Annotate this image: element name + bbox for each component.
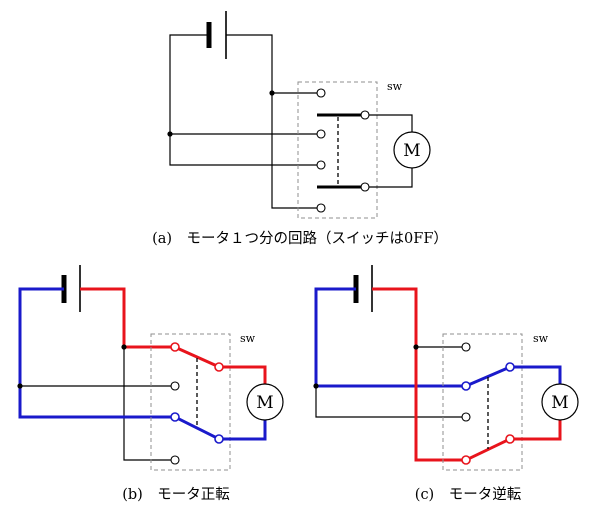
switch-terminal bbox=[170, 412, 180, 422]
caption: (b) モータ正転 bbox=[122, 486, 230, 503]
switch-label: sw bbox=[533, 332, 549, 345]
battery bbox=[206, 11, 227, 59]
junction-dot bbox=[121, 344, 127, 350]
wire-motor-lower bbox=[514, 420, 562, 441]
motor bbox=[393, 131, 431, 169]
switch-terminal bbox=[316, 129, 326, 139]
switch-label: sw bbox=[387, 80, 403, 93]
wire-positive-red bbox=[80, 287, 171, 349]
motor bbox=[541, 383, 579, 421]
junction-dot bbox=[413, 344, 419, 350]
junction-dot bbox=[17, 383, 23, 389]
switch-terminal bbox=[461, 342, 471, 352]
switch-enclosure bbox=[442, 333, 523, 471]
switch-terminal bbox=[316, 203, 326, 213]
wire-positive-red bbox=[372, 287, 462, 462]
wire-motor-lower bbox=[369, 168, 413, 188]
wire-positive-side bbox=[226, 34, 317, 209]
switch-common-terminal bbox=[505, 362, 515, 372]
motor-label: M bbox=[256, 393, 273, 413]
wire-unused bbox=[315, 386, 462, 418]
switch-enclosure bbox=[297, 81, 378, 219]
switch-terminal bbox=[461, 412, 471, 422]
switch-terminal bbox=[316, 160, 326, 170]
wire-negative-blue bbox=[314, 287, 462, 388]
wire-negative-side bbox=[169, 34, 317, 166]
switch-common-terminal bbox=[214, 434, 224, 444]
junction-dot bbox=[313, 383, 319, 389]
switch-common-terminal bbox=[360, 182, 370, 192]
battery bbox=[61, 265, 81, 312]
switch-terminal bbox=[170, 381, 180, 391]
motor-label: M bbox=[403, 141, 420, 161]
switch-terminal bbox=[461, 381, 471, 391]
motor bbox=[246, 383, 284, 421]
caption: (a) モータ１つ分の回路（スイッチは0FF） bbox=[152, 230, 448, 247]
wire-motor-upper bbox=[223, 365, 267, 384]
motor-label: M bbox=[551, 393, 568, 413]
wire-motor-upper bbox=[369, 114, 413, 132]
switch-terminal bbox=[170, 455, 180, 465]
switch-common-terminal bbox=[214, 362, 224, 372]
switch-blade-upper bbox=[177, 347, 217, 367]
switch-blade-lower bbox=[468, 439, 508, 460]
diagram-c: sw M (c) モータ逆転 bbox=[313, 265, 579, 503]
switch-terminal bbox=[170, 342, 180, 352]
wire-negative-blue bbox=[18, 287, 171, 419]
wire-motor-upper bbox=[514, 365, 562, 384]
switch-terminal bbox=[461, 455, 471, 465]
switch-common-terminal bbox=[505, 434, 515, 444]
diagram-b: sw M (b) モータ正転 bbox=[17, 265, 284, 503]
switch-enclosure bbox=[150, 333, 231, 471]
battery bbox=[353, 265, 373, 312]
caption: (c) モータ逆転 bbox=[415, 486, 521, 503]
switch-common-terminal bbox=[360, 110, 370, 120]
wire-unused bbox=[123, 347, 171, 461]
switch-blade-upper bbox=[469, 367, 507, 386]
switch-terminal bbox=[316, 88, 326, 98]
junction-dot bbox=[269, 90, 275, 96]
wire-motor-lower bbox=[223, 420, 267, 441]
diagram-a: sw M (a) モータ１つ分の回路（スイッチは0FF） bbox=[152, 11, 448, 247]
junction-dot bbox=[167, 131, 173, 137]
switch-label: sw bbox=[240, 332, 256, 345]
switch-blade-lower bbox=[177, 417, 217, 439]
